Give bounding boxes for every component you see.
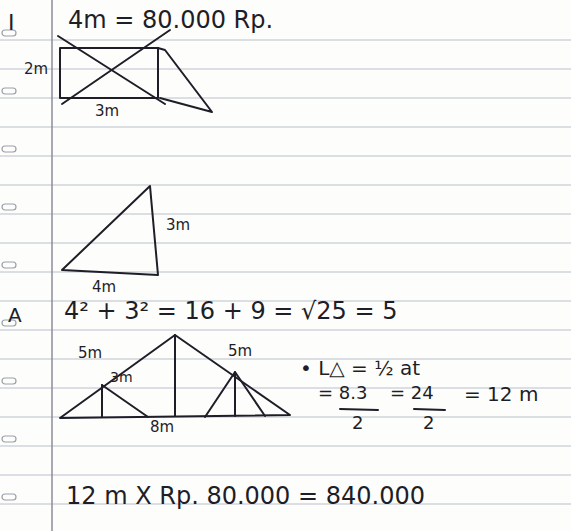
dimension: 5m: [78, 346, 102, 361]
dimension: 2m: [24, 62, 48, 77]
area-step: 2: [423, 414, 434, 432]
dimension: 3m: [95, 104, 119, 119]
dimension: 3m: [166, 218, 190, 233]
pythagoras-step: 4² + 3² = 16 + 9 = √25 = 5: [64, 299, 398, 323]
price-note: 4m = 80.000 Rp.: [68, 8, 273, 32]
area-step: 2: [352, 414, 363, 432]
area-formula: • L△ = ½ at: [300, 358, 420, 378]
area-step: = 24: [390, 384, 434, 402]
area-step: = 8.3: [318, 384, 367, 402]
dimension: 3m: [110, 370, 133, 384]
dimension: 4m: [92, 280, 116, 295]
item-marker: A: [8, 305, 22, 325]
dimension: 5m: [228, 344, 252, 359]
item-marker: I: [8, 12, 15, 34]
total-cost: 12 m X Rp. 80.000 = 840.000: [66, 484, 425, 508]
dimension: 8m: [150, 420, 174, 435]
area-result: = 12 m: [464, 384, 538, 404]
